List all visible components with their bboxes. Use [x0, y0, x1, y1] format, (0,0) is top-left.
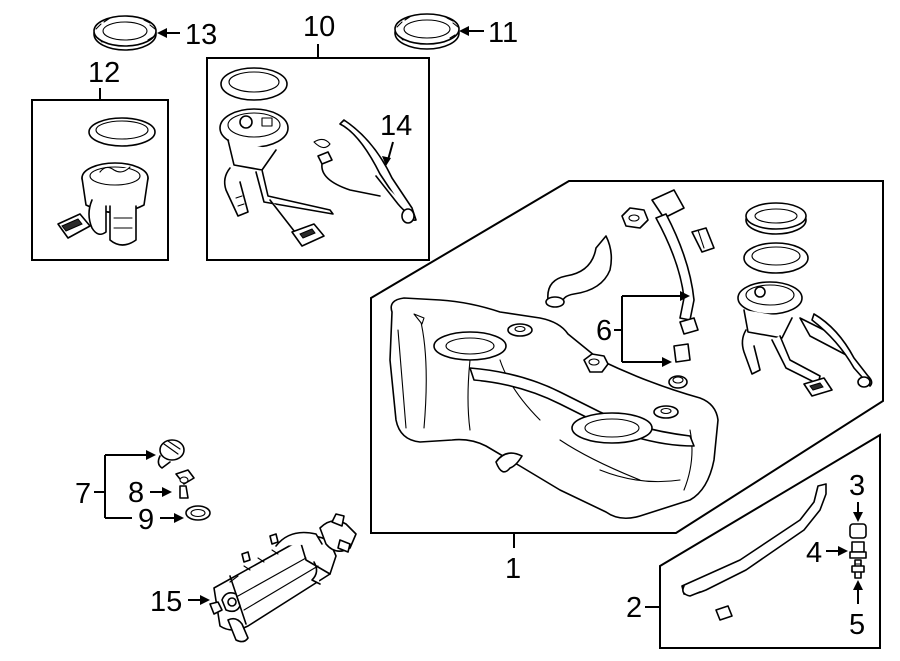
arrow-8	[162, 487, 172, 497]
arrow-13	[157, 28, 167, 38]
arrow-15	[200, 595, 210, 605]
pump-module-10	[219, 67, 334, 247]
mount-parts-3-4-5	[849, 523, 867, 579]
callout-9: 9	[138, 504, 154, 536]
callout-8: 8	[128, 477, 144, 509]
box-10	[206, 57, 430, 261]
arrow-9	[174, 513, 184, 523]
arrow-14	[382, 156, 391, 166]
charcoal-canister-15	[209, 513, 357, 643]
callout-12: 12	[88, 57, 120, 89]
tank-strap-2	[681, 483, 827, 621]
leader-14	[387, 141, 394, 161]
callout-13: 13	[185, 19, 217, 51]
callout-1: 1	[505, 553, 521, 585]
pump-module-in-tank	[737, 202, 873, 397]
seal-9	[185, 505, 211, 521]
arrow-4	[838, 546, 848, 556]
filler-cap-7	[157, 439, 185, 469]
callout-14: 14	[380, 110, 412, 142]
filler-pipe-6	[651, 189, 715, 389]
nut-upper	[621, 207, 649, 229]
leader-6	[614, 295, 684, 363]
leader-7	[94, 454, 150, 519]
box-1	[370, 180, 884, 534]
lock-ring-13	[93, 15, 157, 51]
arrow-7	[146, 450, 156, 460]
callout-3: 3	[849, 470, 865, 502]
callout-5: 5	[849, 609, 865, 641]
fuel-tank-1	[389, 235, 719, 520]
valve-8	[175, 469, 195, 499]
callout-10: 10	[303, 11, 335, 43]
callout-2: 2	[626, 592, 642, 624]
fuel-level-sender-14	[313, 119, 417, 224]
callout-6: 6	[596, 315, 612, 347]
callout-11: 11	[488, 17, 518, 49]
arrow-3	[853, 512, 863, 522]
pump-module-12	[57, 117, 156, 246]
lock-ring-11	[394, 13, 460, 50]
callout-7: 7	[75, 478, 91, 510]
arrow-5	[853, 580, 863, 590]
box-12	[31, 99, 169, 261]
callout-4: 4	[806, 537, 822, 569]
callout-15: 15	[150, 586, 182, 618]
box-2	[659, 433, 881, 649]
arrow-6a	[680, 291, 690, 301]
arrow-6b	[662, 357, 672, 367]
arrow-11	[459, 26, 469, 36]
